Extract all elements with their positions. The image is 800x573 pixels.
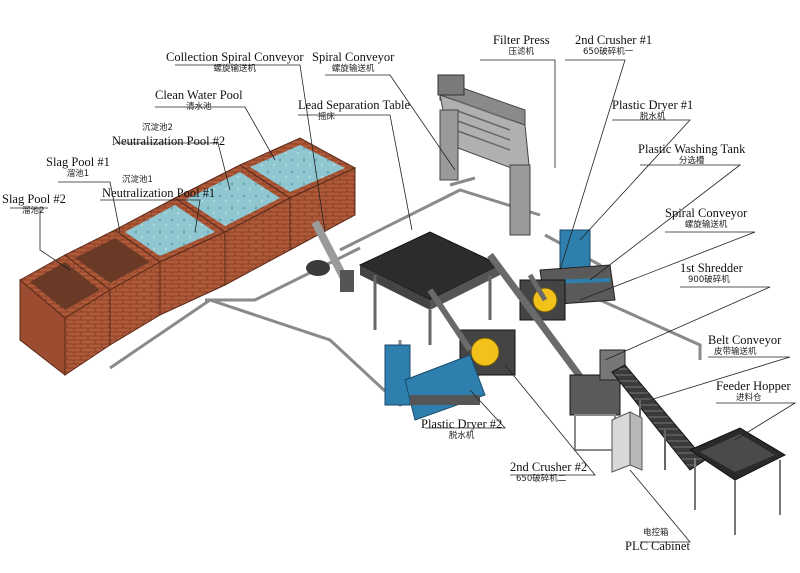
label-crusher-1-en: 2nd Crusher #1 [575, 33, 653, 47]
label-slag-1: Slag Pool #1 溜池1 [46, 155, 110, 180]
label-lead-sep-cn: 摇床 [318, 112, 336, 122]
label-collection-spiral-cn: 螺旋输送机 [213, 64, 256, 74]
label-filter-press-cn: 压滤机 [508, 47, 535, 57]
label-crusher-2-en: 2nd Crusher #2 [510, 460, 588, 474]
label-plc-en: PLC Cabinet [625, 539, 690, 553]
label-lead-sep-en: Lead Separation Table [298, 98, 411, 112]
label-plastic-dryer-1-cn: 脱水机 [639, 112, 666, 122]
label-filter-press: Filter Press 压滤机 [493, 33, 550, 58]
label-collection-spiral: Collection Spiral Conveyor 螺旋输送机 [166, 50, 303, 75]
label-plastic-dryer-1: Plastic Dryer #1 脱水机 [612, 98, 693, 123]
label-plastic-dryer-1-en: Plastic Dryer #1 [612, 98, 694, 112]
feeder-hopper [688, 427, 787, 535]
label-crusher-1-cn: 650破碎机一 [583, 47, 634, 57]
clean-water-pool [238, 137, 357, 251]
label-collection-spiral-en: Collection Spiral Conveyor [166, 50, 304, 64]
label-shredder: 1st Shredder 900破碎机 [680, 261, 743, 286]
label-neutral-1-en: Neutralization Pool #1 [102, 186, 216, 200]
slag-pool-2 [19, 254, 111, 377]
slag-pool-1 [64, 229, 161, 346]
label-plastic-wash-en: Plastic Washing Tank [638, 142, 746, 156]
label-neutral-2-en: Neutralization Pool #2 [112, 134, 226, 148]
label-plastic-wash-cn: 分选槽 [678, 156, 705, 166]
label-slag-1-cn: 溜池1 [66, 169, 90, 179]
label-belt: Belt Conveyor 皮带输送机 [708, 333, 781, 358]
label-neutral-1-cn: 沉淀池1 [122, 175, 153, 185]
label-clean-water-cn: 清水池 [186, 102, 212, 112]
label-spiral-right: Spiral Conveyor 螺旋输送机 [665, 206, 747, 231]
label-crusher-1: 2nd Crusher #1 650破碎机一 [575, 33, 652, 58]
label-crusher-2-cn: 650破碎机二 [516, 474, 567, 484]
label-slag-2-en: Slag Pool #2 [2, 192, 66, 206]
lead-separation-table [358, 231, 502, 345]
label-neutral-2-cn: 沉淀池2 [142, 123, 173, 133]
label-plastic-dryer-2-en: Plastic Dryer #2 [421, 417, 503, 431]
label-clean-water: Clean Water Pool 清水池 [155, 88, 243, 113]
label-slag-2-cn: 溜池2 [22, 206, 45, 216]
label-plastic-dryer-2: Plastic Dryer #2 脱水机 [421, 417, 502, 442]
label-slag-2: Slag Pool #2 溜池2 [2, 192, 66, 217]
label-crusher-2: 2nd Crusher #2 650破碎机二 [510, 460, 587, 485]
label-plc-cn: 电控箱 [643, 528, 669, 538]
label-feeder-cn: 进料仓 [736, 393, 762, 403]
label-shredder-en: 1st Shredder [680, 261, 743, 275]
label-neutral-2: 沉淀池2 Neutralization Pool #2 [112, 123, 225, 148]
label-feeder: Feeder Hopper 进料仓 [716, 379, 791, 404]
label-plc: 电控箱 PLC Cabinet [625, 528, 690, 553]
label-plastic-wash: Plastic Washing Tank 分选槽 [638, 142, 745, 167]
label-spiral-top: Spiral Conveyor 螺旋输送机 [312, 50, 394, 75]
label-spiral-top-cn: 螺旋输送机 [331, 64, 375, 74]
leader-lines [10, 59, 797, 543]
label-belt-cn: 皮带输送机 [714, 347, 757, 357]
label-slag-1-en: Slag Pool #1 [46, 155, 110, 169]
label-spiral-right-cn: 螺旋输送机 [684, 220, 728, 230]
label-spiral-top-en: Spiral Conveyor [312, 50, 395, 64]
inclined-conveyors [427, 252, 593, 393]
label-belt-en: Belt Conveyor [708, 333, 782, 347]
label-feeder-en: Feeder Hopper [716, 379, 791, 393]
label-lead-sep: Lead Separation Table 摇床 [298, 98, 410, 123]
label-shredder-cn: 900破碎机 [688, 275, 730, 285]
label-spiral-right-en: Spiral Conveyor [665, 206, 748, 220]
plc-cabinet [611, 411, 643, 473]
2nd-crusher-2 [459, 329, 516, 376]
label-clean-water-en: Clean Water Pool [155, 88, 243, 102]
neutralization-pool-2 [174, 164, 291, 286]
label-neutral-1: 沉淀池1 Neutralization Pool #1 [102, 175, 215, 200]
label-plastic-dryer-2-cn: 脱水机 [448, 431, 475, 441]
collection-spiral-conveyor [306, 220, 354, 292]
label-filter-press-en: Filter Press [493, 33, 550, 47]
plastic-dryer-2 [384, 344, 486, 421]
2nd-crusher-1 [519, 279, 566, 321]
filter-press [437, 74, 531, 236]
